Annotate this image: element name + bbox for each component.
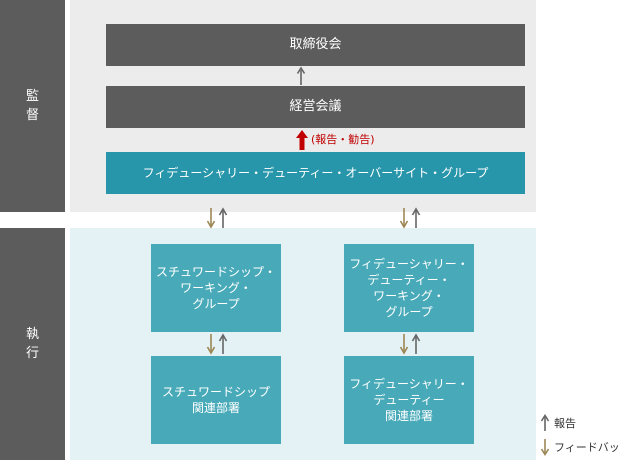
legend-report-label: 報告 [554,417,576,430]
steward-dept-arrow-pair [206,333,228,355]
legend-feedback-arrow-icon [540,439,550,456]
management-meeting-box: 経営会議 [106,86,525,128]
fd-wg-line-2: デューティー・ [367,273,451,287]
fd-wg-line-3: ワーキング・ [373,289,445,303]
section-execution-char-1: 執 [25,327,39,342]
fd-dept-line-1: フィデューシャリー・ [349,377,469,391]
board-label: 取締役会 [289,37,342,52]
section-supervision-char-1: 監 [25,89,39,104]
oversight-label: フィデューシャリー・デューティー・オーバーサイト・グループ [142,166,489,180]
report-arrow-to-board [296,66,306,85]
section-execution-char-2: 行 [25,346,39,361]
legend-feedback-label: フィードバック [554,441,619,454]
fd-dept-box: フィデューシャリー・ デューティー 関連部署 [344,356,474,444]
steward-arrow-pair [206,207,228,229]
fd-dept-arrow-pair [399,333,421,355]
fd-dept-line-2: デューティー [373,393,445,407]
section-execution: 執 行 [0,228,65,460]
steward-dept-line-2: 関連部署 [191,401,240,415]
legend-report-arrow-icon [540,414,550,431]
steward-wg-line-3: グループ [192,297,240,311]
steward-dept-line-1: スチュワードシップ [161,385,270,399]
report-recommend-arrow [296,130,308,150]
board-box: 取締役会 [106,24,525,66]
stewardship-working-group-box: スチュワードシップ・ ワーキング・ グループ [151,244,281,332]
section-supervision-char-2: 督 [25,108,39,123]
management-label: 経営会議 [289,99,342,114]
fd-wg-line-4: グループ [385,305,433,319]
fd-arrow-pair [399,207,421,229]
stewardship-dept-box: スチュワードシップ 関連部署 [151,356,281,444]
section-supervision: 監 督 [0,0,65,212]
fd-dept-line-3: 関連部署 [384,409,433,423]
report-recommend-label: (報告・勧告) [311,133,375,146]
fd-wg-line-1: フィデューシャリー・ [349,257,469,271]
steward-wg-line-2: ワーキング・ [180,281,252,295]
fd-working-group-box: フィデューシャリー・ デューティー・ ワーキング・ グループ [344,244,474,332]
oversight-group-box: フィデューシャリー・デューティー・オーバーサイト・グループ [106,152,525,194]
steward-wg-line-1: スチュワードシップ・ [155,265,276,279]
